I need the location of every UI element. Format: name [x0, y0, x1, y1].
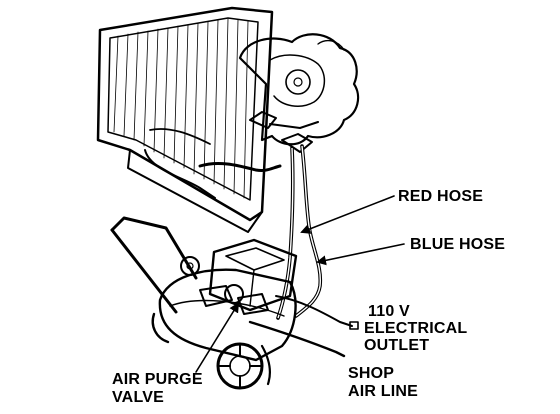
blue-hose: [294, 144, 323, 318]
callout-labels: RED HOSE BLUE HOSE 110 V ELECTRICAL OUTL…: [112, 188, 505, 406]
label-air-purge: AIR PURGE: [112, 371, 203, 388]
recovery-charging-station: [110, 216, 298, 390]
label-shop: SHOP: [348, 365, 394, 382]
radiator-condenser: [96, 6, 274, 233]
label-air-line: AIR LINE: [348, 383, 418, 400]
service-fittings: [149, 111, 319, 172]
label-outlet-electrical: ELECTRICAL: [364, 320, 467, 337]
shop-air-line: [248, 320, 346, 358]
label-blue-hose: BLUE HOSE: [410, 236, 505, 253]
power-cord: [275, 295, 359, 330]
label-outlet-voltage: 110 V: [368, 303, 410, 320]
label-red-hose: RED HOSE: [398, 188, 483, 205]
engine-block: [238, 33, 360, 146]
label-valve: VALVE: [112, 389, 164, 406]
callout-leaders: [195, 195, 405, 373]
label-outlet: OUTLET: [364, 337, 429, 354]
